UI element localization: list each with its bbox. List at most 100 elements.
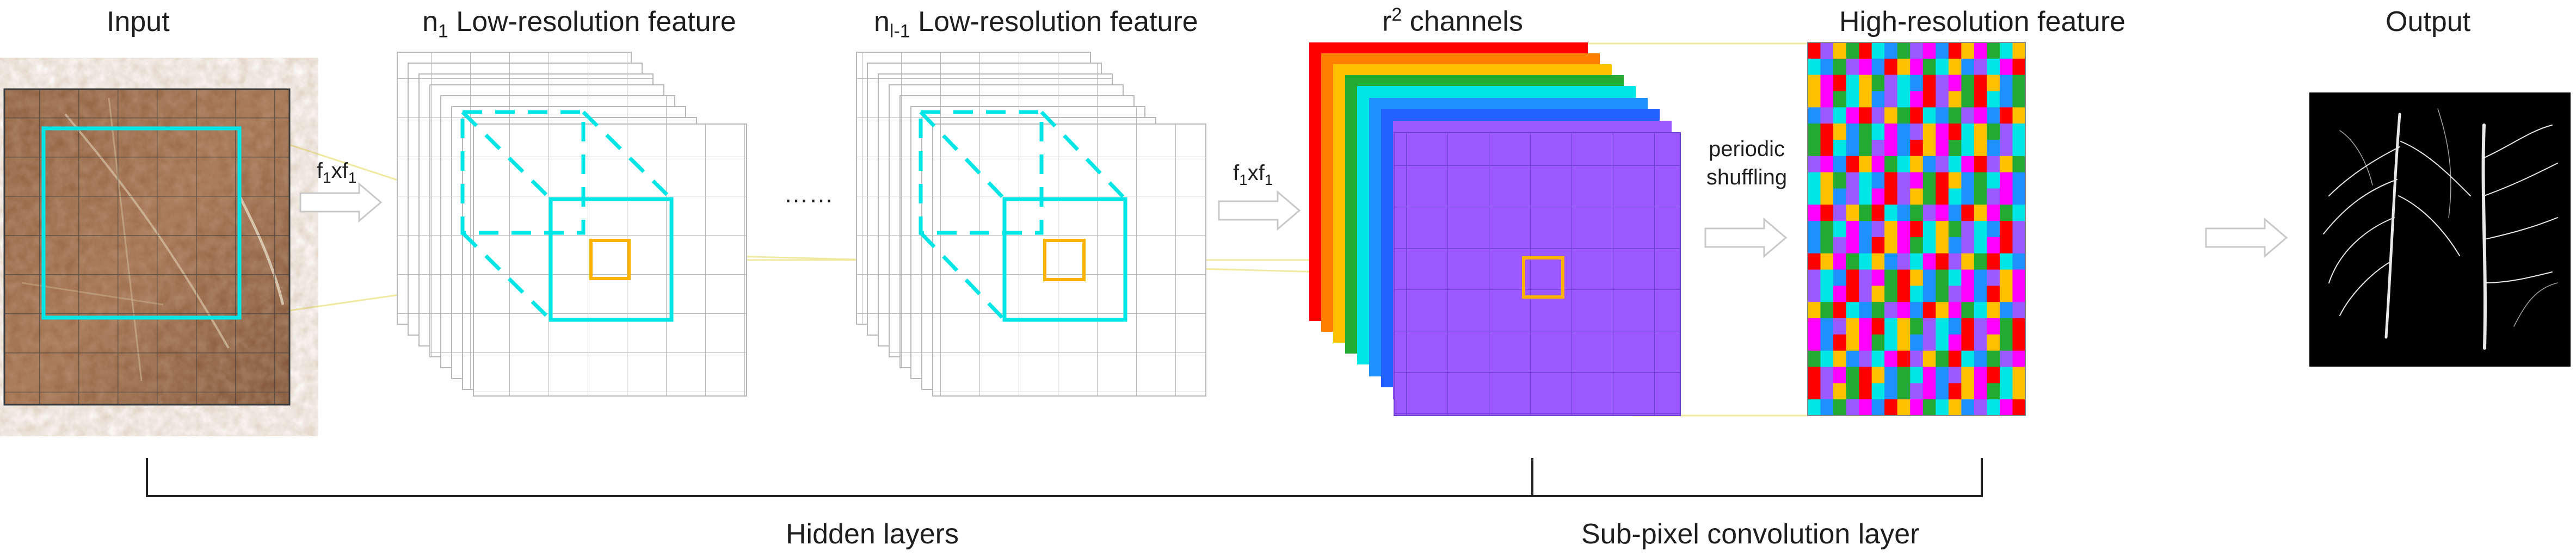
shuffle-cell xyxy=(1961,75,1975,92)
shuffle-cell xyxy=(1948,286,1962,302)
shuffle-cell xyxy=(1846,172,1859,189)
layer1-suffix: Low-resolution feature xyxy=(448,6,736,38)
shuffle-cell xyxy=(1948,123,1962,140)
shuffle-cell xyxy=(1948,367,1962,383)
shuffle-cell xyxy=(1808,107,1821,124)
shuffle-cell xyxy=(1961,156,1975,173)
shuffle-cell xyxy=(1936,91,1949,108)
shuffle-cell xyxy=(1871,367,1885,383)
shuffle-cell xyxy=(1961,42,1975,59)
shuffle-cell xyxy=(1936,205,1949,221)
shuffle-cell xyxy=(1820,253,1834,270)
shuffle-cell xyxy=(1999,350,2013,368)
shuffle-cell xyxy=(1974,383,1988,400)
shuffle-cell xyxy=(1961,334,1975,351)
shuffle-cell xyxy=(1808,350,1821,368)
shuffle-cell xyxy=(1833,172,1847,189)
shuffle-cell xyxy=(1987,383,2000,400)
shuffle-cell xyxy=(1961,318,1975,335)
shuffle-cell xyxy=(1948,42,1962,59)
shuffle-cell xyxy=(1871,399,1885,416)
channels-label: r2 channels xyxy=(1382,4,1523,38)
conv1-sub: 1 xyxy=(323,169,331,186)
layerl-sub: l-1 xyxy=(889,21,910,42)
conv2-x: xf xyxy=(1247,161,1265,185)
shuffle-cell xyxy=(1846,286,1859,302)
shuffle-cell xyxy=(1897,205,1911,221)
shuffle-cell xyxy=(1974,302,1988,319)
shuffle-cell xyxy=(1808,269,1821,286)
shuffle-cell xyxy=(1948,58,1962,76)
shuffle-cell xyxy=(1936,399,1949,416)
shuffle-cell xyxy=(1897,172,1911,189)
shuffle-cell xyxy=(1871,221,1885,238)
shuffle-cell xyxy=(1859,334,1872,351)
shuffle-cell xyxy=(1808,302,1821,319)
shuffle-cell xyxy=(1859,188,1872,205)
channels-prefix: r xyxy=(1382,5,1392,38)
shuffle-cell xyxy=(1936,286,1949,302)
feature-stack-2 xyxy=(856,52,1206,397)
shuffle-cell xyxy=(1884,172,1898,189)
shuffle-cell xyxy=(1833,75,1847,92)
shuffle-cell xyxy=(1961,91,1975,108)
shuffle-cell xyxy=(1910,58,1924,76)
shuffle-cell xyxy=(1922,399,1936,416)
shuffle-cell xyxy=(1897,107,1911,124)
shuffle-cell xyxy=(1910,286,1924,302)
shuffle-cell xyxy=(1948,350,1962,368)
shuffle-cell xyxy=(1999,383,2013,400)
shuffle-cell xyxy=(2012,286,2026,302)
input-label: Input xyxy=(107,6,170,38)
shuffle-cell xyxy=(1936,350,1949,368)
shuffle-cell xyxy=(1974,205,1988,221)
shuffle-cell xyxy=(1820,107,1834,124)
shuffle-cell xyxy=(1897,399,1911,416)
shuffle-cell xyxy=(1871,269,1885,286)
shuffle-cell xyxy=(1820,221,1834,238)
shuffle-cell xyxy=(1808,334,1821,351)
shuffle-cell xyxy=(1846,399,1859,416)
shuffle-cell xyxy=(1820,123,1834,140)
shuffle-cell xyxy=(1936,237,1949,254)
shuffle-cell xyxy=(2012,399,2026,416)
shuffle-cell xyxy=(1833,286,1847,302)
shuffle-cell xyxy=(1936,172,1949,189)
shuffle-cell xyxy=(1936,383,1949,400)
shuffle-cell xyxy=(1987,75,2000,92)
shuffle-cell xyxy=(1884,367,1898,383)
shuffle-cell xyxy=(1859,42,1872,59)
shuffle-cell xyxy=(2012,58,2026,76)
shuffle-cell xyxy=(1987,139,2000,157)
shuffle-cell xyxy=(1820,334,1834,351)
right-arrow-icon xyxy=(299,182,383,223)
output-image xyxy=(2309,92,2571,367)
shuffle-cell xyxy=(1948,302,1962,319)
shuffle-cell xyxy=(1999,334,2013,351)
shuffle-cell xyxy=(1897,188,1911,205)
shuffle-cell xyxy=(1961,367,1975,383)
shuffle-cell xyxy=(1999,139,2013,157)
shuffle-cell xyxy=(1820,237,1834,254)
shuffle-cell xyxy=(1987,302,2000,319)
shuffle-cell xyxy=(1936,302,1949,319)
shuffle-cell xyxy=(1871,205,1885,221)
shuffle-cell xyxy=(1922,156,1936,173)
shuffle-cell xyxy=(1910,237,1924,254)
shuffle-cell xyxy=(1936,107,1949,124)
shuffle-cell xyxy=(1910,334,1924,351)
shuffle-cell xyxy=(1974,253,1988,270)
shuffle-cell xyxy=(1833,221,1847,238)
shuffle-cell xyxy=(1846,123,1859,140)
shuffle-cell xyxy=(1999,318,2013,335)
shuffle-cell xyxy=(1922,269,1936,286)
conv2-label: f1xf1 xyxy=(1233,161,1273,189)
shuffle-cell xyxy=(1820,286,1834,302)
shuffle-cell xyxy=(2012,350,2026,368)
shuffle-cell xyxy=(1974,286,1988,302)
shuffle-cell xyxy=(1846,302,1859,319)
shuffle-cell xyxy=(1820,58,1834,76)
shuffle-cell xyxy=(1961,286,1975,302)
shuffle-cell xyxy=(1808,318,1821,335)
shuffle-cell xyxy=(1833,107,1847,124)
